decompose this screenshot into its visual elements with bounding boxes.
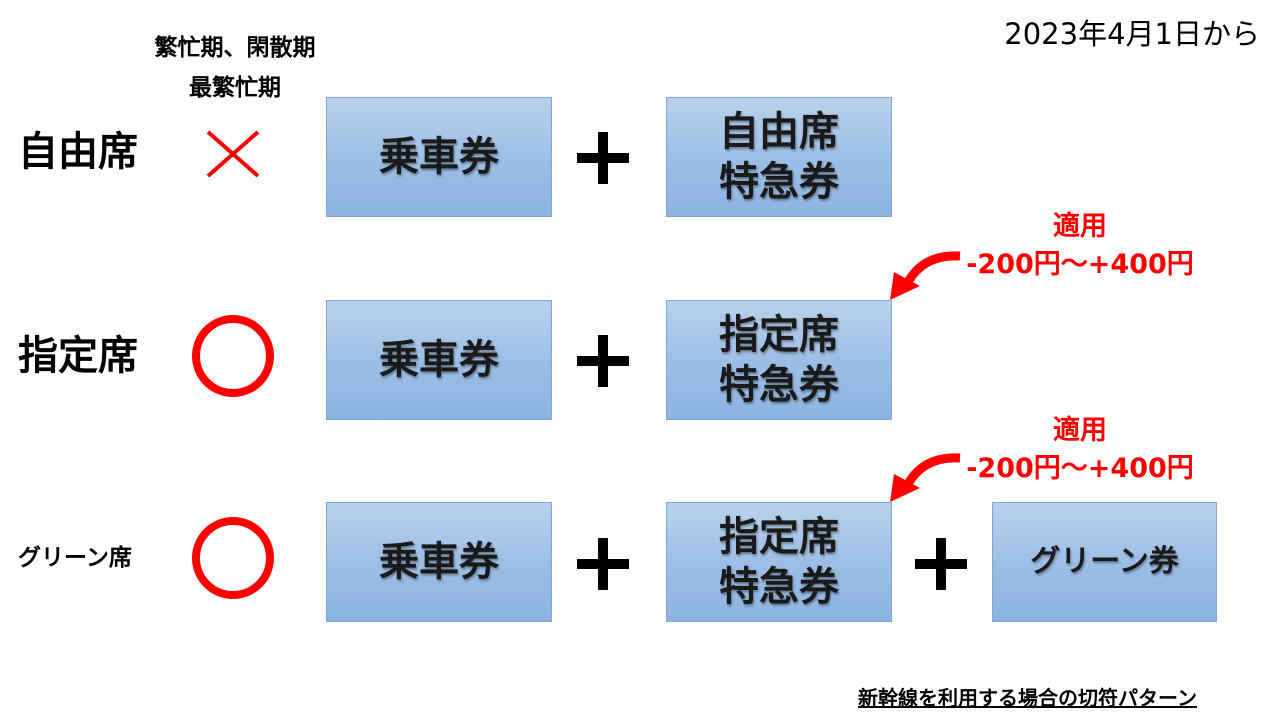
express-ticket-box: 自由席 特急券 bbox=[666, 97, 892, 217]
effective-date-label: 2023年4月1日から bbox=[1004, 17, 1260, 51]
green-ticket-box: グリーン券 bbox=[992, 502, 1217, 622]
season-note-line1: 繁忙期、閑散期 bbox=[154, 35, 316, 61]
plus-icon bbox=[915, 538, 967, 590]
footer-caption: 新幹線を利用する場合の切符パターン bbox=[858, 686, 1197, 710]
plus-icon bbox=[577, 132, 629, 184]
boarding-ticket-label: 乗車券 bbox=[379, 134, 499, 180]
season-note: 繁忙期、閑散期 最繁忙期 bbox=[110, 28, 360, 108]
express-ticket-line1: 指定席 bbox=[719, 312, 839, 358]
discount-note-line2: -200円～+400円 bbox=[966, 249, 1194, 280]
discount-note-line2: -200円～+400円 bbox=[966, 453, 1194, 484]
cross-icon bbox=[206, 130, 260, 178]
express-ticket-box: 指定席 特急券 bbox=[666, 502, 892, 622]
circle-icon bbox=[192, 517, 274, 599]
boarding-ticket-label: 乗車券 bbox=[379, 539, 499, 585]
boarding-ticket-box: 乗車券 bbox=[326, 97, 552, 217]
discount-note: 適用 -200円～+400円 bbox=[940, 208, 1220, 284]
plus-icon bbox=[577, 538, 629, 590]
plus-icon bbox=[577, 335, 629, 387]
discount-note-line1: 適用 bbox=[1053, 415, 1107, 446]
seat-type-label-unreserved: 自由席 bbox=[18, 129, 138, 175]
season-note-line2: 最繁忙期 bbox=[189, 75, 281, 101]
boarding-ticket-box: 乗車券 bbox=[326, 300, 552, 420]
seat-type-label-green: グリーン席 bbox=[18, 545, 132, 571]
express-ticket-line2: 特急券 bbox=[719, 159, 839, 205]
express-ticket-line1: 自由席 bbox=[719, 109, 839, 155]
express-ticket-line2: 特急券 bbox=[719, 564, 839, 610]
boarding-ticket-box: 乗車券 bbox=[326, 502, 552, 622]
express-ticket-line2: 特急券 bbox=[719, 362, 839, 408]
green-ticket-label: グリーン券 bbox=[1030, 544, 1179, 579]
curved-arrow-icon bbox=[890, 453, 961, 502]
circle-icon bbox=[192, 315, 274, 397]
express-ticket-box: 指定席 特急券 bbox=[666, 300, 892, 420]
express-ticket-line1: 指定席 bbox=[719, 514, 839, 560]
discount-note-line1: 適用 bbox=[1053, 211, 1107, 242]
boarding-ticket-label: 乗車券 bbox=[379, 337, 499, 383]
curved-arrow-icon bbox=[890, 251, 961, 300]
seat-type-label-reserved: 指定席 bbox=[18, 333, 138, 379]
discount-note: 適用 -200円～+400円 bbox=[940, 412, 1220, 488]
